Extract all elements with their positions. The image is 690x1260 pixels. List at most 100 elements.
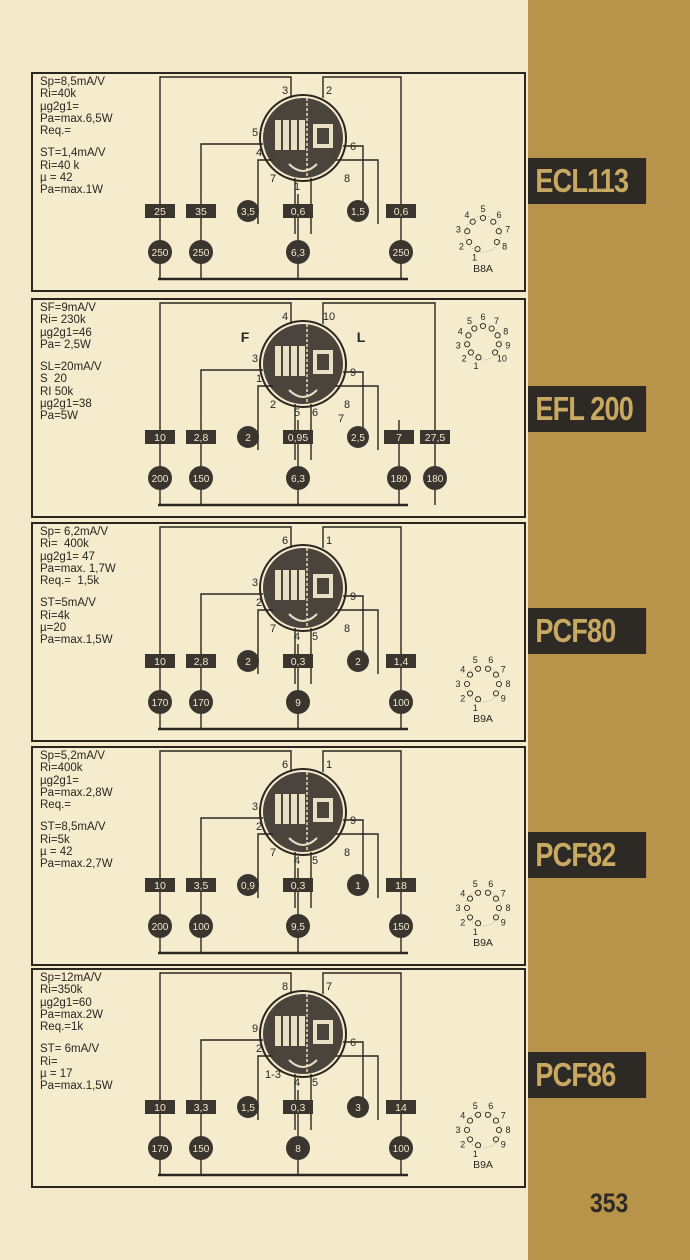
socket-pin — [467, 690, 474, 697]
pin-label: 1 — [294, 181, 300, 193]
tube-envelope — [259, 320, 347, 408]
tube-socket-icon — [464, 889, 502, 927]
pin-label: 3 — [252, 577, 258, 589]
socket-pin-label: 2 — [462, 353, 467, 363]
socket-pin-label: 9 — [501, 1140, 506, 1150]
bias-circle — [347, 1096, 369, 1118]
pin-label: 6 — [282, 535, 288, 547]
pin-label: 3 — [252, 801, 258, 813]
socket-pin-label: 9 — [501, 694, 506, 704]
pin-label: 5 — [312, 1077, 318, 1089]
supply-circle — [148, 914, 172, 938]
cathode-wire-right — [343, 371, 364, 440]
screen-wire — [200, 1039, 263, 1090]
spec-gap — [40, 1033, 113, 1043]
voltage-box — [186, 654, 216, 668]
bias-value: 1 — [355, 881, 361, 892]
socket-pin-label: 1 — [473, 927, 478, 937]
tube-envelope — [259, 94, 347, 182]
anode-wire-left — [159, 302, 292, 420]
bias-value: 1,5 — [351, 207, 365, 218]
supply-circle — [389, 914, 413, 938]
spec-line: Pa=max.1,5W — [40, 634, 113, 647]
socket-pin-label: 6 — [480, 312, 485, 322]
supply-value: 6,3 — [291, 248, 305, 259]
supply-value: 170 — [152, 698, 169, 709]
supply-circle — [189, 690, 213, 714]
socket-pin — [492, 914, 499, 921]
voltage-value: 7 — [396, 432, 402, 444]
socket-pin-label: 9 — [505, 341, 510, 351]
pin-label: 1 — [326, 759, 332, 771]
tube-envelope — [259, 544, 347, 632]
supply-circle — [389, 240, 413, 264]
socket-pin — [492, 690, 499, 697]
supply-circle — [148, 1136, 172, 1160]
socket-pin — [484, 1111, 491, 1118]
pin-label: 2 — [270, 399, 276, 411]
spec-line: Ri= — [40, 1055, 58, 1068]
socket-pin-label: 7 — [505, 225, 510, 235]
spec-line: Pa=max.2,8W — [40, 786, 113, 799]
socket-pin-label: 1 — [473, 703, 478, 713]
supply-circle — [286, 466, 310, 490]
voltage-box — [186, 878, 216, 892]
electrode-grid — [291, 794, 297, 824]
electrode-grid — [291, 120, 297, 150]
supply-circle — [148, 466, 172, 490]
voltage-value: 10 — [154, 1102, 166, 1114]
socket-pin-label: 4 — [460, 664, 465, 674]
socket-pin — [484, 889, 491, 896]
voltage-box — [186, 204, 216, 218]
spec-line: Req.= — [40, 799, 72, 812]
supply-value: 8 — [295, 1144, 301, 1155]
supply-value: 150 — [193, 1144, 210, 1155]
spec-gap — [40, 587, 116, 597]
socket-pin — [475, 696, 482, 703]
pin-label: 7 — [326, 981, 332, 993]
pin-label: 2 — [326, 85, 332, 97]
socket-pin-label: 2 — [460, 1140, 465, 1150]
pin-label: 1 — [256, 373, 262, 385]
socket-pin-label: 3 — [456, 341, 461, 351]
bias-value: 2 — [355, 657, 361, 668]
spec-line: Pa= 2,5W — [40, 338, 91, 351]
supply-circle — [148, 240, 172, 264]
spec-line: Ri= 230k — [40, 314, 86, 327]
spec-line: Ri=350k — [40, 984, 83, 997]
cathode-wire-right — [343, 1041, 364, 1110]
tube-socket-icon — [464, 215, 502, 253]
grid-wire-left — [257, 609, 273, 674]
electrode-grid — [291, 1016, 297, 1046]
base-label: B9A — [473, 1159, 493, 1171]
socket-pin-label: 4 — [458, 327, 463, 337]
supply-circle — [389, 690, 413, 714]
voltage-box — [283, 430, 313, 444]
grid-wire-left — [257, 159, 273, 224]
socket-pin — [475, 665, 482, 672]
socket-pin-label: 3 — [455, 1125, 460, 1135]
socket-pin — [475, 1111, 482, 1118]
electrode-triode-inner — [317, 578, 329, 594]
supply-circle — [189, 240, 213, 264]
voltage-box — [386, 1100, 416, 1114]
bias-value: 1,5 — [241, 1103, 255, 1114]
socket-pin — [492, 895, 499, 902]
heater-filament — [288, 837, 318, 846]
grid-wire-right — [335, 609, 379, 674]
anode-wire-left — [159, 972, 292, 1090]
socket-pin-label: 7 — [501, 888, 506, 898]
socket-pin-label: 5 — [467, 316, 472, 326]
socket-pin-label: 5 — [473, 879, 478, 889]
socket-pin-label: 3 — [455, 903, 460, 913]
spec-line: Pa=max.6,5W — [40, 112, 113, 125]
anode-wire-right — [322, 302, 436, 420]
socket-pin — [475, 354, 482, 361]
bias-circle — [237, 200, 259, 222]
grid-wire-right — [335, 1055, 379, 1120]
